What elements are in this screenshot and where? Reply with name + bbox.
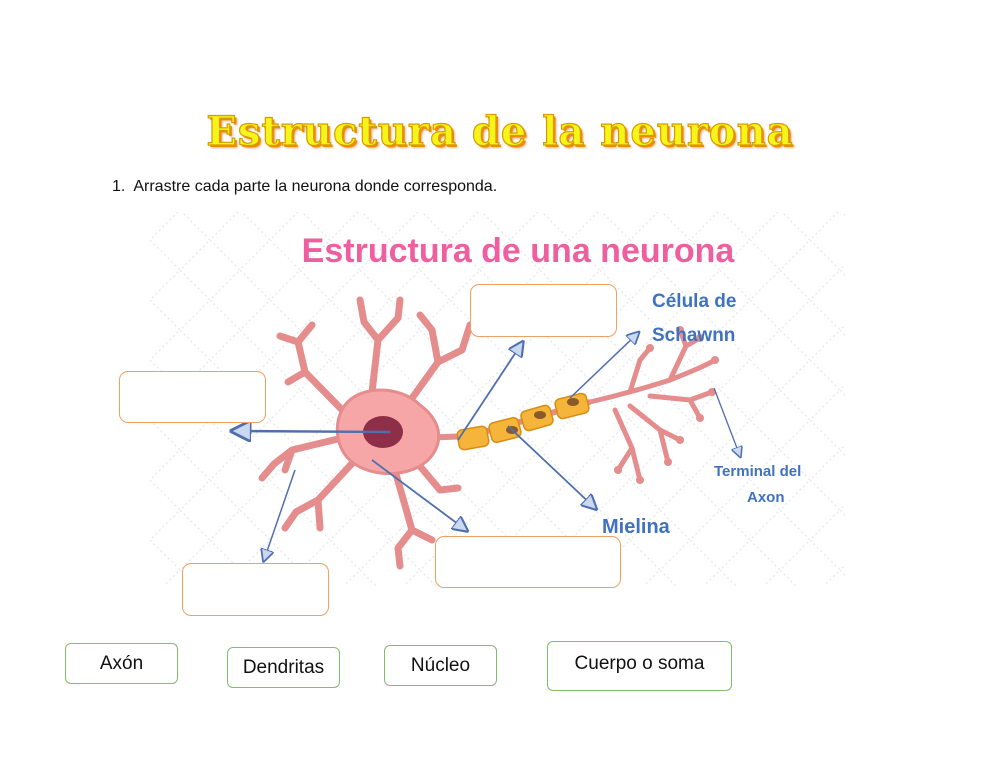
pointer-arrows [234,333,740,560]
dendrites [258,296,474,570]
label-mielina: Mielina [602,516,671,538]
label-terminal-line2: Axon [747,489,785,506]
label-schwann-line1: Célula de [652,291,736,312]
drop-zone-1[interactable] [470,284,617,337]
terminal-buttons [614,326,719,484]
instruction: 1. Arrastre cada parte la neurona donde c… [112,178,497,196]
chip-axon[interactable]: Axón [65,643,178,684]
page-title: Estructura de la neurona [206,107,794,155]
chip-cuerpo-soma[interactable]: Cuerpo o soma [547,641,732,691]
label-terminal-line1: Terminal del [714,463,801,480]
neuron-diagram: Estructura de una neurona [150,212,845,586]
diagram-heading: Estructura de una neurona [302,232,736,270]
instruction-number: 1. [112,178,126,195]
instruction-text: Arrastre cada parte la neurona donde cor… [133,178,498,195]
drop-zone-3[interactable] [435,536,621,588]
label-schwann-line2: Schawnn [652,325,735,346]
drop-zone-4[interactable] [182,563,329,616]
axon-terminals [587,327,718,483]
drop-zone-2[interactable] [119,371,266,423]
schwann-nuclei [506,398,579,434]
chip-dendritas[interactable]: Dendritas [227,647,340,688]
chip-nucleo[interactable]: Núcleo [384,645,497,686]
